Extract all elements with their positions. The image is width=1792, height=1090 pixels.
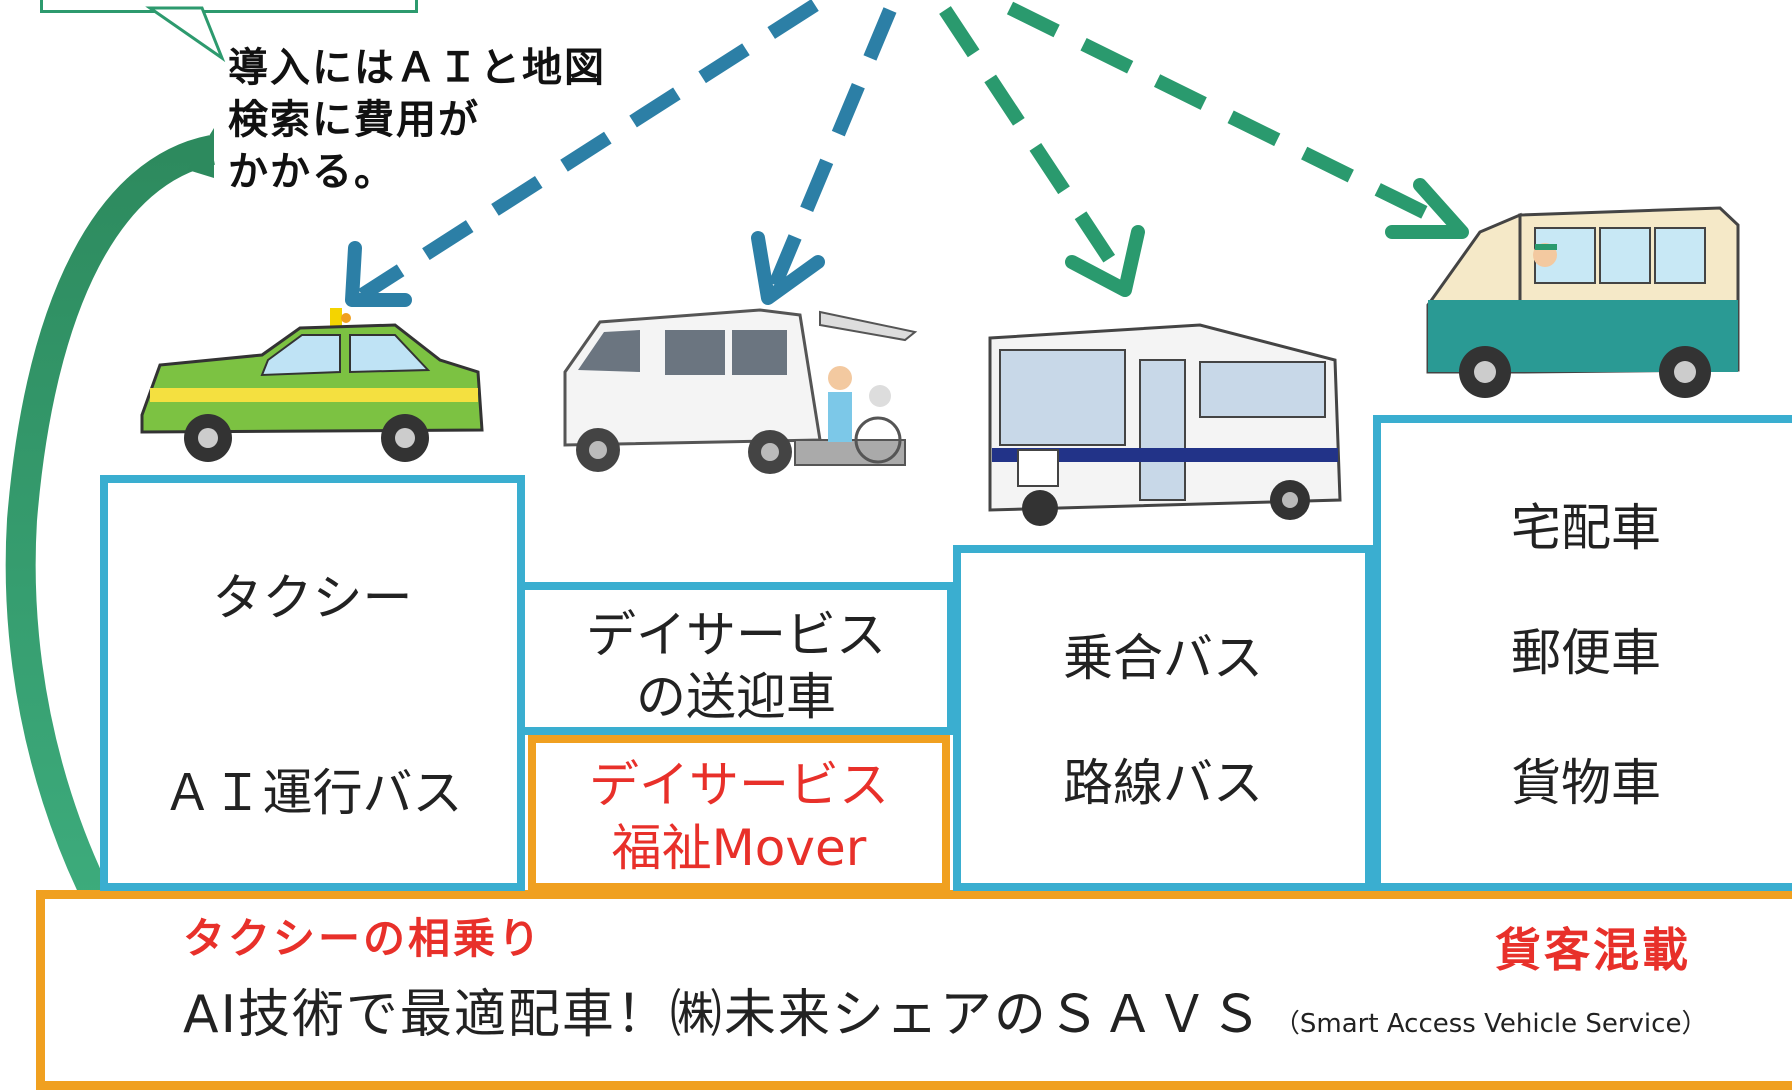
dayservice-red-label: デイサービス [589,756,889,814]
postal-label: 郵便車 [1511,624,1661,682]
dayservice-box: デイサービス の送迎車 [525,582,955,735]
savs-title: AI技術で最適配車！㈱未来シェアのＳＡＶＳ [183,985,1264,1045]
welfare-van-illustration [563,308,918,474]
mixed-cargo-label: 貨客混載 [1495,923,1691,977]
dayservice-label: デイサービス [586,606,886,664]
bus-box: 乗合バス 路線バス [953,545,1373,891]
cost-note: 導入にはＡＩと地図 検索に費用が かかる。 [228,45,606,195]
route-bus-label: 路線バス [1063,754,1263,812]
arrowhead-bus [1065,225,1145,297]
home-delivery-label: 宅配車 [1511,499,1661,557]
arrowhead-delivery [1385,178,1469,239]
taxi-label: タクシー [212,569,413,627]
freight-label: 貨物車 [1511,754,1661,812]
dashed-arrow-to-van [768,7,897,288]
arrowhead-taxi [345,241,412,307]
ai-bus-label: ＡＩ運行バス [162,764,463,822]
curved-arrow-tail [188,128,214,178]
shared-bus-label: 乗合バス [1063,629,1263,687]
taxi-share-label: タクシーの相乗り [183,914,544,963]
bus-illustration [988,323,1342,526]
curved-arrow [5,135,216,1015]
dashed-arrow-to-delivery [1006,1,1454,232]
savs-subtitle: （Smart Access Vehicle Service） [1273,1009,1708,1039]
taxi-illustration [140,308,484,462]
callout-tail [145,6,226,63]
welfare-mover-box: デイサービス 福祉Mover [528,735,950,891]
taxi-box: タクシー ＡＩ運行バス [100,475,525,891]
savs-line: AI技術で最適配車！㈱未来シェアのＳＡＶＳ （Smart Access Vehic… [183,972,1707,1047]
arrowhead-van [751,231,825,305]
dashed-arrow-to-taxi [358,0,819,301]
dashed-arrow-to-bus [939,6,1126,279]
shuttle-label: の送迎車 [636,668,836,726]
speech-callout [40,0,418,13]
delivery-truck-illustration [1426,206,1740,398]
delivery-box: 宅配車 郵便車 貨物車 [1373,415,1792,891]
welfare-mover-label: 福祉Mover [611,819,867,877]
